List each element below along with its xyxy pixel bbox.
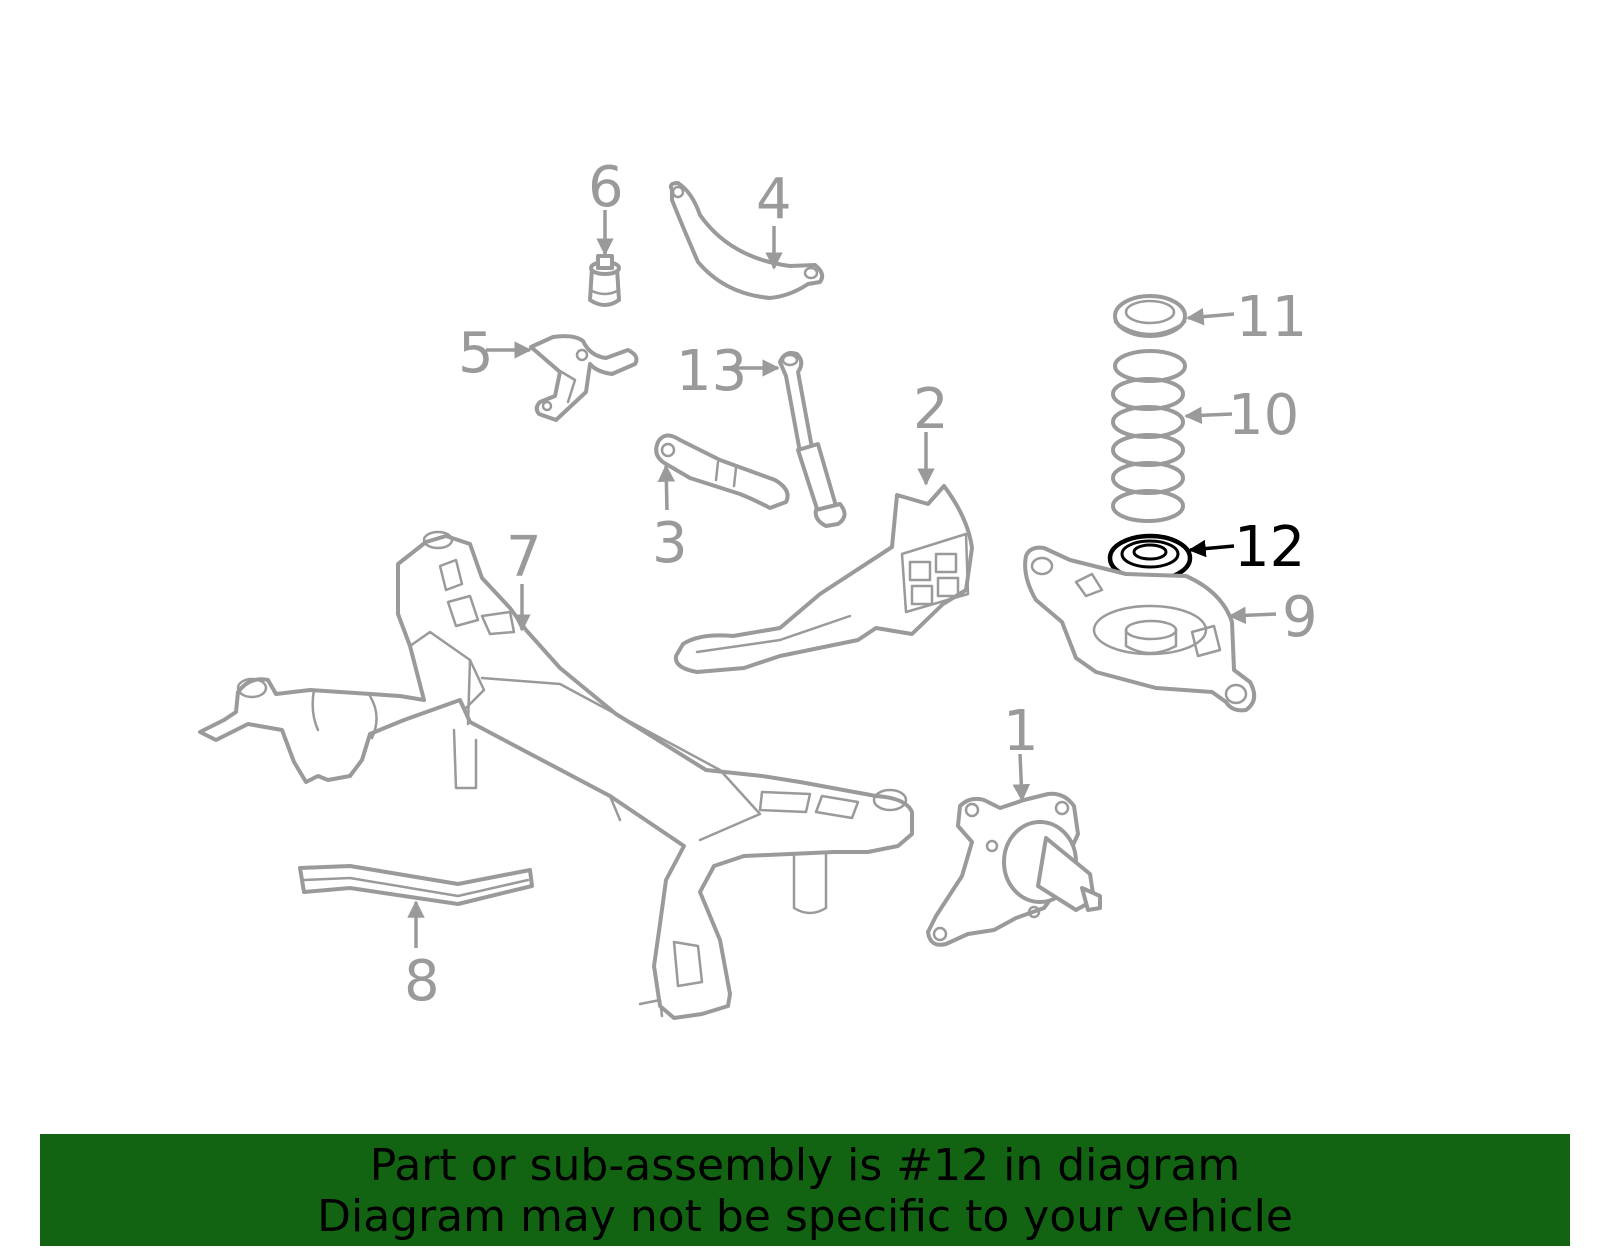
leader-9 — [1228, 606, 1277, 625]
part-8-brace[interactable] — [298, 864, 534, 906]
part-5-bracket[interactable] — [529, 334, 639, 422]
part-6-bushing[interactable] — [588, 254, 621, 307]
callout-numbers: 1 2 3 4 5 6 7 8 9 10 11 12 13 — [404, 155, 1318, 1014]
part-10-coil-spring[interactable] — [1111, 349, 1187, 523]
banner-line-1: Part or sub-assembly is #12 in diagram — [369, 1140, 1241, 1191]
part-1-knuckle[interactable] — [926, 791, 1102, 947]
part-7-subframe[interactable] — [198, 530, 914, 1020]
leader-12 — [1188, 539, 1235, 558]
leader-10 — [1184, 406, 1233, 425]
callout-11[interactable]: 11 — [1236, 285, 1307, 350]
callout-4[interactable]: 4 — [756, 167, 792, 232]
part-9-lower-arm[interactable] — [1023, 545, 1257, 713]
callout-6[interactable]: 6 — [588, 155, 624, 220]
part-2-trailing-arm[interactable] — [673, 484, 974, 674]
part-13-shock-absorber[interactable] — [778, 351, 847, 528]
leader-3 — [657, 464, 676, 511]
banner-line-2: Diagram may not be specific to your vehi… — [317, 1191, 1293, 1242]
part-3-lateral-link[interactable] — [654, 433, 790, 510]
callout-13[interactable]: 13 — [676, 339, 747, 404]
callout-8[interactable]: 8 — [404, 949, 440, 1014]
callout-12[interactable]: 12 — [1234, 515, 1305, 580]
leader-1 — [1012, 753, 1031, 802]
callout-3[interactable]: 3 — [652, 511, 688, 576]
part-4-upper-arm[interactable] — [668, 181, 825, 300]
part-11-upper-spring-seat[interactable] — [1113, 294, 1187, 338]
leader-11 — [1186, 307, 1235, 326]
callout-5[interactable]: 5 — [458, 321, 494, 386]
callout-10[interactable]: 10 — [1228, 383, 1299, 448]
info-banner: Part or sub-assembly is #12 in diagram D… — [40, 1134, 1570, 1246]
callout-7[interactable]: 7 — [506, 525, 542, 590]
callout-1[interactable]: 1 — [1003, 699, 1039, 764]
callout-2[interactable]: 2 — [913, 377, 949, 442]
callout-9[interactable]: 9 — [1282, 585, 1318, 650]
leader-lines — [407, 210, 1277, 948]
